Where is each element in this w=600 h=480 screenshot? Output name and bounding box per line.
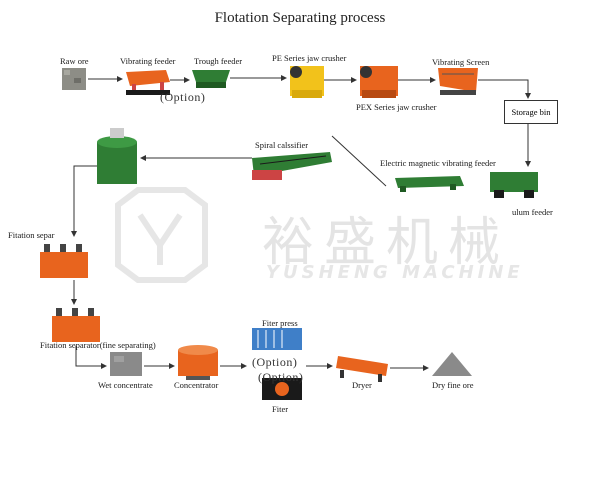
label-dry-fine-ore: Dry fine ore [432, 380, 474, 390]
label-dryer: Dryer [352, 380, 372, 390]
vibrating-screen-icon [438, 68, 478, 95]
filter-icon [262, 378, 302, 400]
pex-jaw-crusher-icon [360, 66, 398, 98]
diagram-title: Flotation Separating process [214, 10, 386, 26]
filter-press-icon [252, 328, 302, 350]
label-filter: Fiter [272, 404, 289, 414]
vibrating-feeder-icon [126, 70, 170, 95]
concentrator-icon [178, 345, 218, 380]
label-flotation-separator-1: Fitation separ [8, 230, 55, 240]
label-electric-vibrating-feeder: Electric magnetic vibrating feeder [380, 158, 496, 168]
label-pe-jaw-crusher: PE Series jaw crusher [272, 53, 347, 63]
flotation-separator-1-icon [40, 244, 88, 278]
pe-jaw-crusher-icon [290, 66, 324, 98]
raw-ore-icon [62, 68, 86, 90]
label-pendulum-feeder: ulum feeder [512, 207, 553, 217]
label-trough-feeder: Trough feeder [194, 56, 243, 66]
watermark-chinese: 裕盛机械 [262, 213, 511, 273]
flow-arrows [71, 75, 531, 371]
label-flotation-separator-2: Fitation separator(fine separating) [40, 340, 156, 350]
label-raw-ore: Raw ore [60, 56, 89, 66]
label-pex-jaw-crusher: PEX Series jaw crusher [356, 102, 437, 112]
label-vibrating-feeder: Vibrating feeder [120, 56, 176, 66]
label-filter-press: Fiter press [262, 318, 298, 328]
option-label-1: (Option) [160, 90, 206, 104]
watermark-english: YUSHENG MACHINE [266, 262, 524, 283]
trough-feeder-icon [192, 70, 230, 88]
label-vibrating-screen: Vibrating Screen [432, 57, 490, 67]
wet-concentrate-icon [110, 352, 142, 376]
ball-mill-icon [97, 128, 137, 184]
label-spiral-classifier: Spiral calssifier [255, 140, 309, 150]
label-wet-concentrate: Wet concentrate [98, 380, 153, 390]
dry-fine-ore-icon [432, 352, 472, 376]
spiral-classifier-icon [252, 152, 332, 180]
storage-bin-box: Storage bin [504, 100, 558, 124]
dryer-icon [336, 356, 388, 382]
option-label-2: (Option) [252, 355, 298, 369]
label-concentrator: Concentrator [174, 380, 219, 390]
option-label-3: (Option) [258, 370, 304, 384]
pendulum-feeder-icon [490, 172, 538, 198]
electric-vibrating-feeder-icon [395, 176, 464, 192]
flotation-separator-2-icon [52, 308, 100, 342]
